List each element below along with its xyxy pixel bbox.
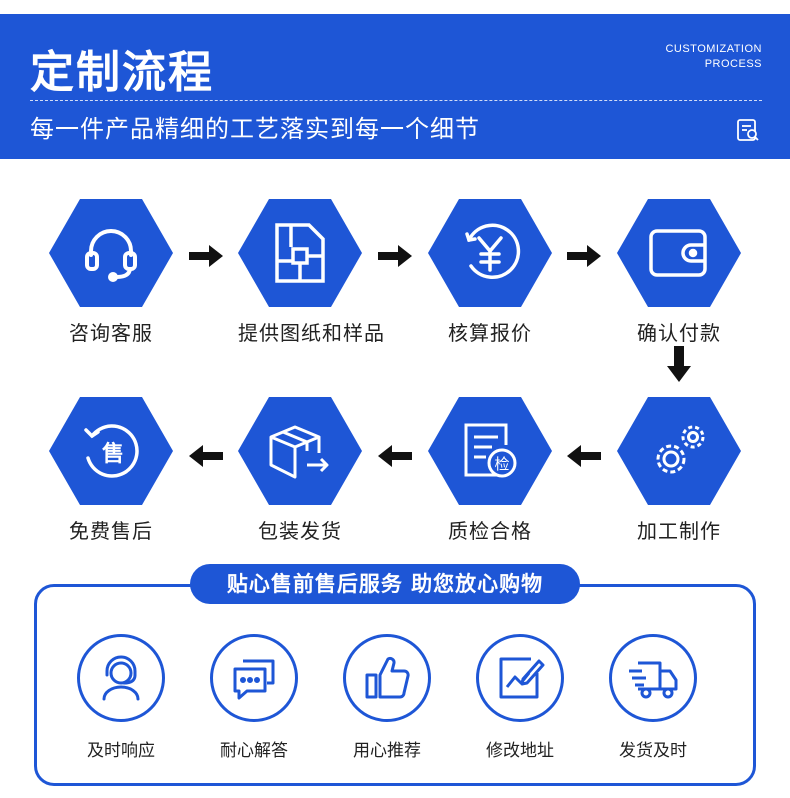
wallet-icon <box>649 229 707 277</box>
step-inspection: 检 质检合格 <box>428 397 552 544</box>
arrow-left-icon <box>378 445 412 467</box>
service-label: 及时响应 <box>87 741 155 761</box>
arrow-down-icon <box>667 346 691 382</box>
english-title-line-1: CUSTOMIZATION <box>665 43 762 55</box>
arrow-right-icon <box>378 245 412 267</box>
truck-icon <box>629 661 678 699</box>
step-production: 加工制作 <box>617 397 741 544</box>
yuan-icon <box>465 223 521 280</box>
edit-icon <box>499 657 545 699</box>
inspection-badge-text: 检 <box>494 455 509 473</box>
service-label: 发货及时 <box>619 741 687 761</box>
step-label: 核算报价 <box>448 321 532 345</box>
sale-badge-text: 售 <box>102 441 124 467</box>
blueprint-icon <box>275 223 325 283</box>
divider <box>30 100 762 101</box>
headset-icon <box>85 229 137 282</box>
arrow-left-icon <box>189 445 223 467</box>
gears-icon <box>656 425 705 474</box>
service-item-address: 修改地址 <box>473 634 567 761</box>
arrow-right-icon <box>189 245 223 267</box>
document-search-icon <box>737 119 759 141</box>
agent-icon <box>102 655 140 701</box>
after-sale-icon: 售 <box>84 424 139 478</box>
step-drawings: 提供图纸和样品 <box>238 199 385 346</box>
step-label: 包装发货 <box>258 519 342 543</box>
english-title: CUSTOMIZATION PROCESS <box>665 42 762 72</box>
package-icon <box>269 425 329 479</box>
step-payment: 确认付款 <box>617 199 741 346</box>
arrow-right-icon <box>567 245 601 267</box>
step-consult: 咨询客服 <box>49 199 173 346</box>
service-item-answers: 耐心解答 <box>207 634 301 761</box>
service-item-response: 及时响应 <box>74 634 168 761</box>
step-label: 质检合格 <box>448 519 532 543</box>
service-item-recommend: 用心推荐 <box>340 634 434 761</box>
arrow-left-icon <box>567 445 601 467</box>
inspection-icon: 检 <box>464 423 517 478</box>
header-banner: 定制流程 CUSTOMIZATION PROCESS 每一件产品精细的工艺落实到… <box>0 14 790 159</box>
service-item-shipping: 发货及时 <box>606 634 700 761</box>
step-packaging: 包装发货 <box>238 397 362 544</box>
service-label: 修改地址 <box>486 741 554 761</box>
step-label: 提供图纸和样品 <box>238 321 385 345</box>
service-label: 耐心解答 <box>220 741 288 761</box>
service-label: 用心推荐 <box>353 741 421 761</box>
english-title-line-2: PROCESS <box>704 58 762 70</box>
subtitle: 每一件产品精细的工艺落实到每一个细节 <box>30 115 480 143</box>
step-label: 确认付款 <box>637 321 721 345</box>
step-label: 咨询客服 <box>69 321 153 345</box>
step-quote: 核算报价 <box>428 199 552 346</box>
thumbs-up-icon <box>365 656 410 699</box>
step-after-sale: 售 免费售后 <box>49 397 173 544</box>
step-label: 免费售后 <box>69 519 153 543</box>
chat-icon <box>233 659 275 700</box>
service-title: 贴心售前售后服务 助您放心购物 <box>190 564 580 604</box>
step-label: 加工制作 <box>637 519 721 543</box>
page-title: 定制流程 <box>30 47 214 98</box>
